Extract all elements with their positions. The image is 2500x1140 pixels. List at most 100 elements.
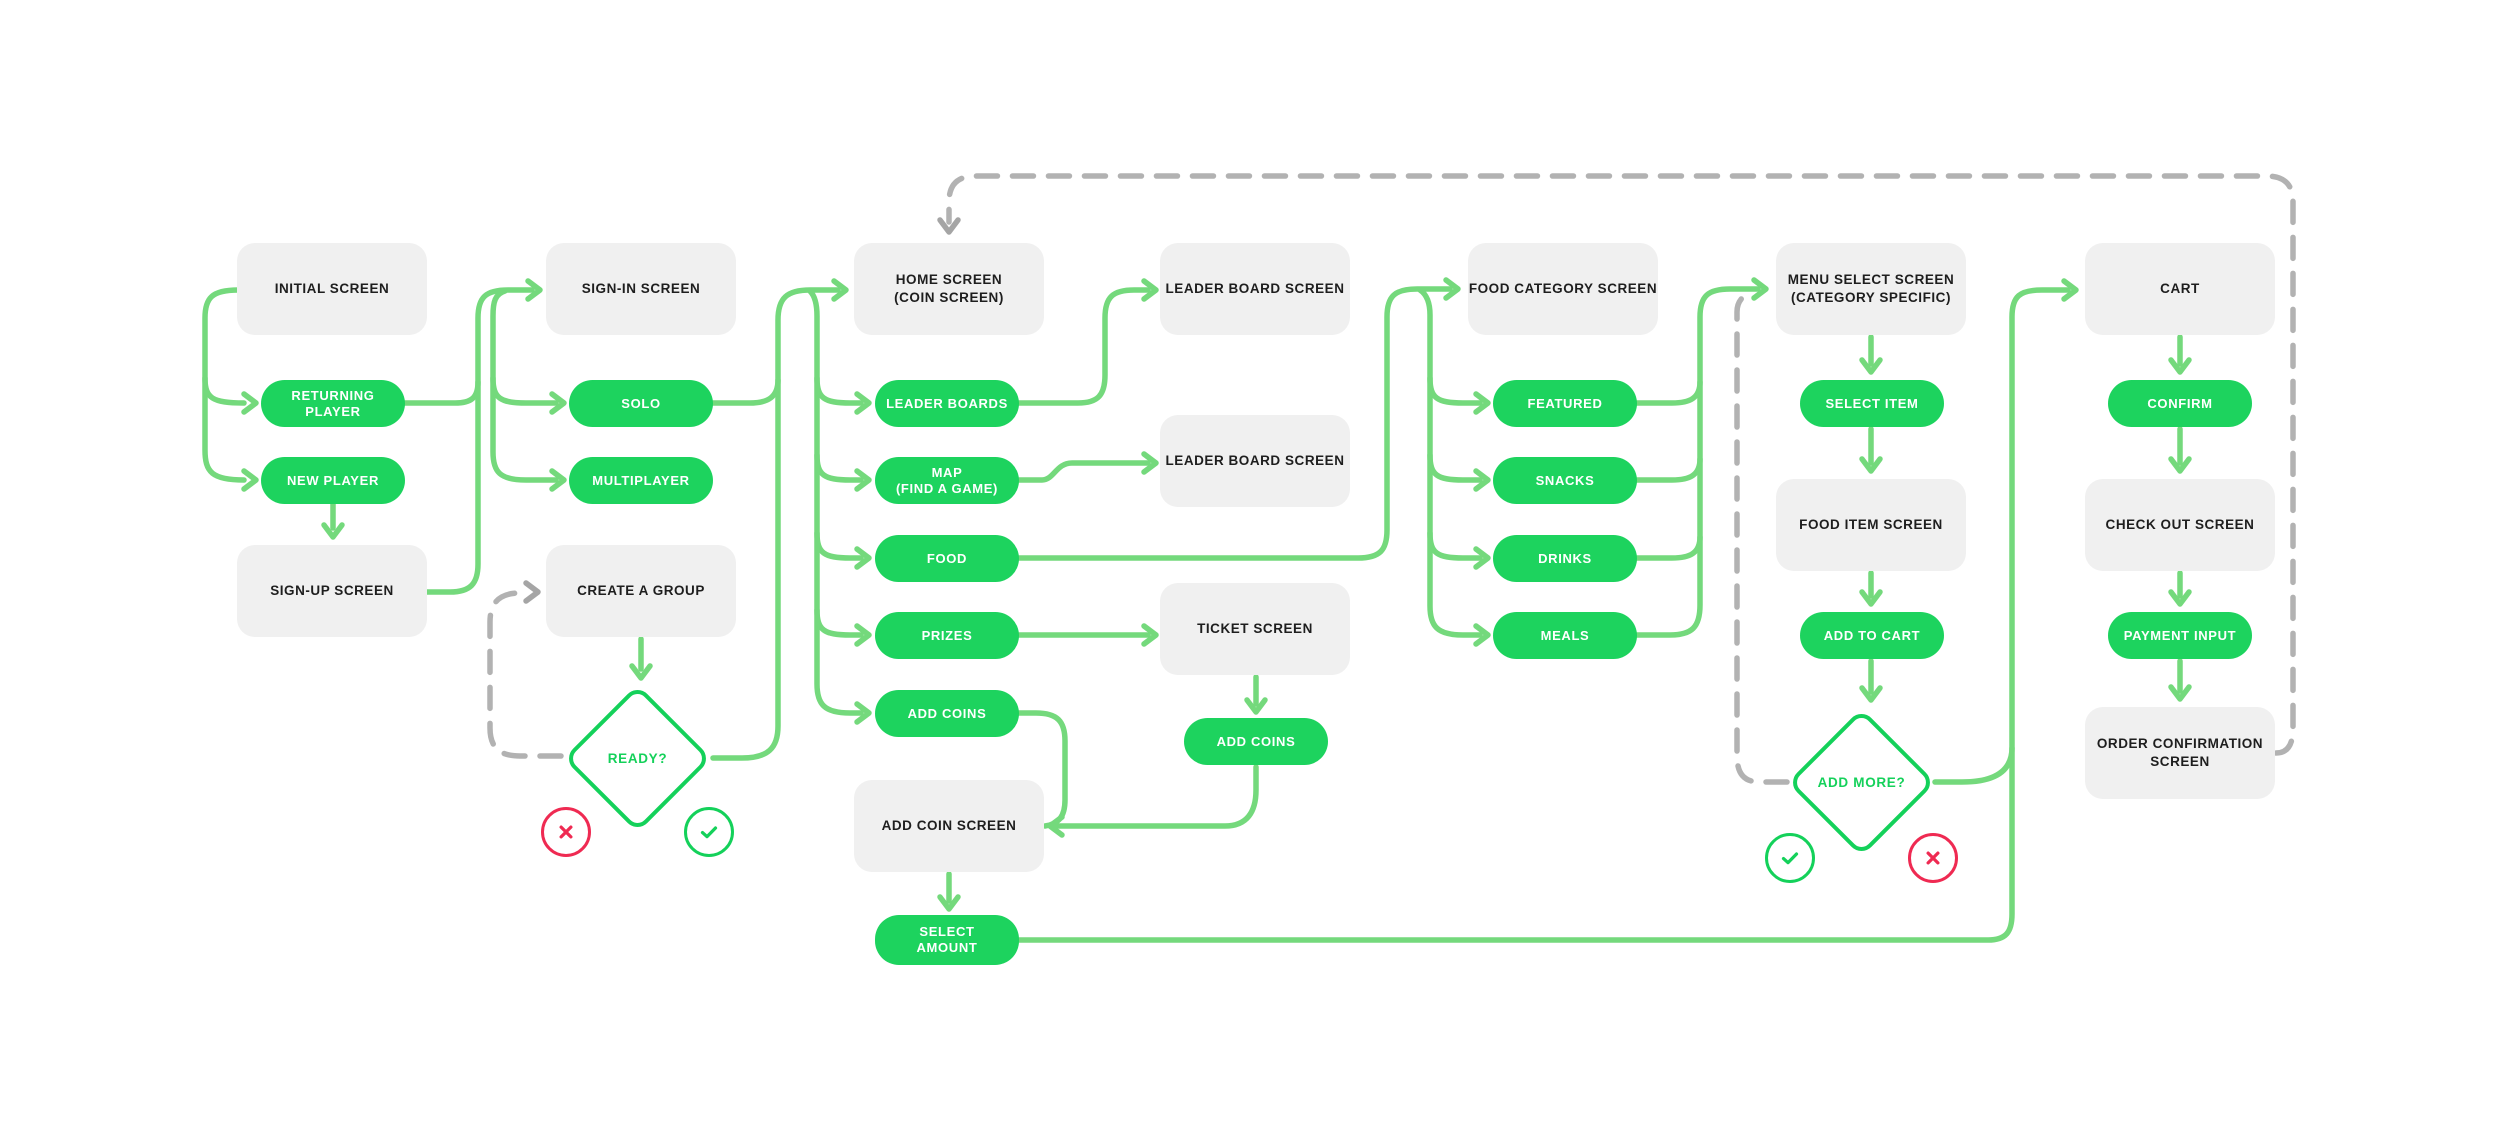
- node-ready-text: READY?: [607, 751, 668, 766]
- node-signin-screen: SIGN-IN SCREEN: [546, 243, 736, 335]
- edge-food-category-branch: [1417, 287, 1483, 638]
- node-confirm-label: CONFIRM: [2147, 395, 2213, 411]
- arrowhead: [1443, 277, 1461, 301]
- node-snacks: SNACKS: [1493, 457, 1637, 504]
- node-select-item: SELECT ITEM: [1800, 380, 1944, 427]
- node-add-to-cart: ADD TO CART: [1800, 612, 1944, 659]
- arrowhead: [1244, 697, 1268, 715]
- arrowhead: [1141, 451, 1159, 475]
- node-signup-screen: SIGN-UP SCREEN: [237, 545, 427, 637]
- edge-add-coins2-to-add-coin-screen: [1053, 764, 1259, 829]
- node-returning-player-label: RETURNING PLAYER: [291, 387, 375, 419]
- node-home-screen-label: HOME SCREEN (COIN SCREEN): [894, 271, 1004, 305]
- node-food-category-screen: FOOD CATEGORY SCREEN: [1468, 243, 1658, 335]
- node-leader-boards: LEADER BOARDS: [875, 380, 1019, 427]
- arrowhead: [854, 701, 872, 725]
- node-home-screen: HOME SCREEN (COIN SCREEN): [854, 243, 1044, 335]
- arrowhead: [2168, 357, 2192, 375]
- node-initial-screen-label: INITIAL SCREEN: [274, 280, 390, 296]
- node-order-confirmation-screen: ORDER CONFIRMATION SCREEN: [2085, 707, 2275, 799]
- add-more-success-badge: [1765, 833, 1815, 883]
- node-payment-input: PAYMENT INPUT: [2108, 612, 2252, 659]
- arrowhead: [629, 663, 653, 681]
- edge-signup-to-signin: [424, 287, 535, 595]
- edge-order-confirmation-loop-to-home: [946, 173, 2296, 756]
- arrowhead: [854, 391, 872, 415]
- node-select-item-label: SELECT ITEM: [1825, 395, 1919, 411]
- node-create-group-label: CREATE A GROUP: [577, 582, 705, 598]
- node-add-coins-2-label: ADD COINS: [1216, 733, 1296, 749]
- arrowhead: [1473, 391, 1491, 415]
- edge-featured-merge: [1634, 379, 1703, 406]
- check-icon: [1781, 852, 1799, 865]
- arrowhead: [1473, 546, 1491, 570]
- edge-category-to-featured: [1427, 375, 1483, 406]
- edge-add-more-no-merge: [1932, 745, 2015, 785]
- arrowhead: [1859, 589, 1883, 607]
- node-map-label: MAP (FIND A GAME): [895, 464, 999, 496]
- node-new-player-label: NEW PLAYER: [287, 472, 379, 488]
- arrowhead: [241, 468, 259, 492]
- node-add-coins-2: ADD COINS: [1184, 718, 1328, 765]
- arrowhead: [321, 522, 345, 540]
- node-meals: MEALS: [1493, 612, 1637, 659]
- arrowhead: [831, 278, 849, 302]
- ready-success-badge: [684, 807, 734, 857]
- check-icon: [700, 826, 718, 839]
- arrowhead: [1473, 468, 1491, 492]
- arrowhead: [549, 468, 567, 492]
- arrowhead: [1859, 456, 1883, 474]
- node-snacks-label: SNACKS: [1535, 472, 1595, 488]
- arrowhead: [1047, 814, 1065, 838]
- node-checkout-screen: CHECK OUT SCREEN: [2085, 479, 2275, 571]
- arrowhead: [549, 391, 567, 415]
- node-solo-label: SOLO: [621, 395, 661, 411]
- node-featured-label: FEATURED: [1527, 395, 1603, 411]
- node-order-confirmation-screen-label: ORDER CONFIRMATION SCREEN: [2096, 735, 2264, 769]
- edge-category-to-snacks: [1427, 452, 1483, 483]
- arrowhead: [523, 580, 541, 604]
- node-leaderboard-screen-2: LEADER BOARD SCREEN: [1160, 415, 1350, 507]
- node-featured: FEATURED: [1493, 380, 1637, 427]
- node-new-player: NEW PLAYER: [261, 457, 405, 504]
- node-food: FOOD: [875, 535, 1019, 582]
- node-cart: CART: [2085, 243, 2275, 335]
- arrowhead: [1859, 357, 1883, 375]
- node-prizes-label: PRIZES: [921, 627, 973, 643]
- node-map: MAP (FIND A GAME): [875, 457, 1019, 504]
- arrowhead: [2061, 278, 2079, 302]
- node-add-more-label: ADD MORE?: [1809, 730, 1914, 835]
- node-add-coins-label: ADD COINS: [907, 705, 987, 721]
- node-ready-label: READY?: [585, 706, 690, 811]
- node-add-to-cart-label: ADD TO CART: [1823, 627, 1921, 643]
- node-food-label: FOOD: [926, 550, 968, 566]
- arrowhead: [1473, 623, 1491, 647]
- node-drinks: DRINKS: [1493, 535, 1637, 582]
- edge-home-to-prizes: [814, 607, 864, 638]
- node-checkout-screen-label: CHECK OUT SCREEN: [2105, 516, 2255, 532]
- edge-home-to-food: [814, 530, 864, 561]
- node-food-item-screen-label: FOOD ITEM SCREEN: [1799, 516, 1943, 532]
- edge-signin-branch: [490, 288, 559, 483]
- node-drinks-label: DRINKS: [1538, 550, 1592, 566]
- arrowhead: [1859, 685, 1883, 703]
- arrowhead: [2168, 456, 2192, 474]
- arrowhead: [241, 391, 259, 415]
- node-meals-label: MEALS: [1540, 627, 1590, 643]
- node-food-item-screen: FOOD ITEM SCREEN: [1776, 479, 1966, 571]
- node-ticket-screen: TICKET SCREEN: [1160, 583, 1350, 675]
- node-solo: SOLO: [569, 380, 713, 427]
- x-icon: [559, 825, 573, 839]
- arrowhead: [1751, 277, 1769, 301]
- edge-home-to-map: [814, 452, 864, 483]
- edge-food-to-food-category: [1016, 286, 1453, 561]
- node-create-group: CREATE A GROUP: [546, 545, 736, 637]
- edge-add-more-yes-loop-to-menu-select: [1734, 289, 1790, 785]
- edge-initial-branch: [202, 287, 247, 483]
- node-add-coin-screen: ADD COIN SCREEN: [854, 780, 1044, 872]
- edge-returning-merge: [400, 379, 481, 406]
- arrowhead: [854, 623, 872, 647]
- edge-initial-to-returning: [202, 375, 247, 406]
- node-menu-select-screen-label: MENU SELECT SCREEN (CATEGORY SPECIFIC): [1787, 271, 1955, 305]
